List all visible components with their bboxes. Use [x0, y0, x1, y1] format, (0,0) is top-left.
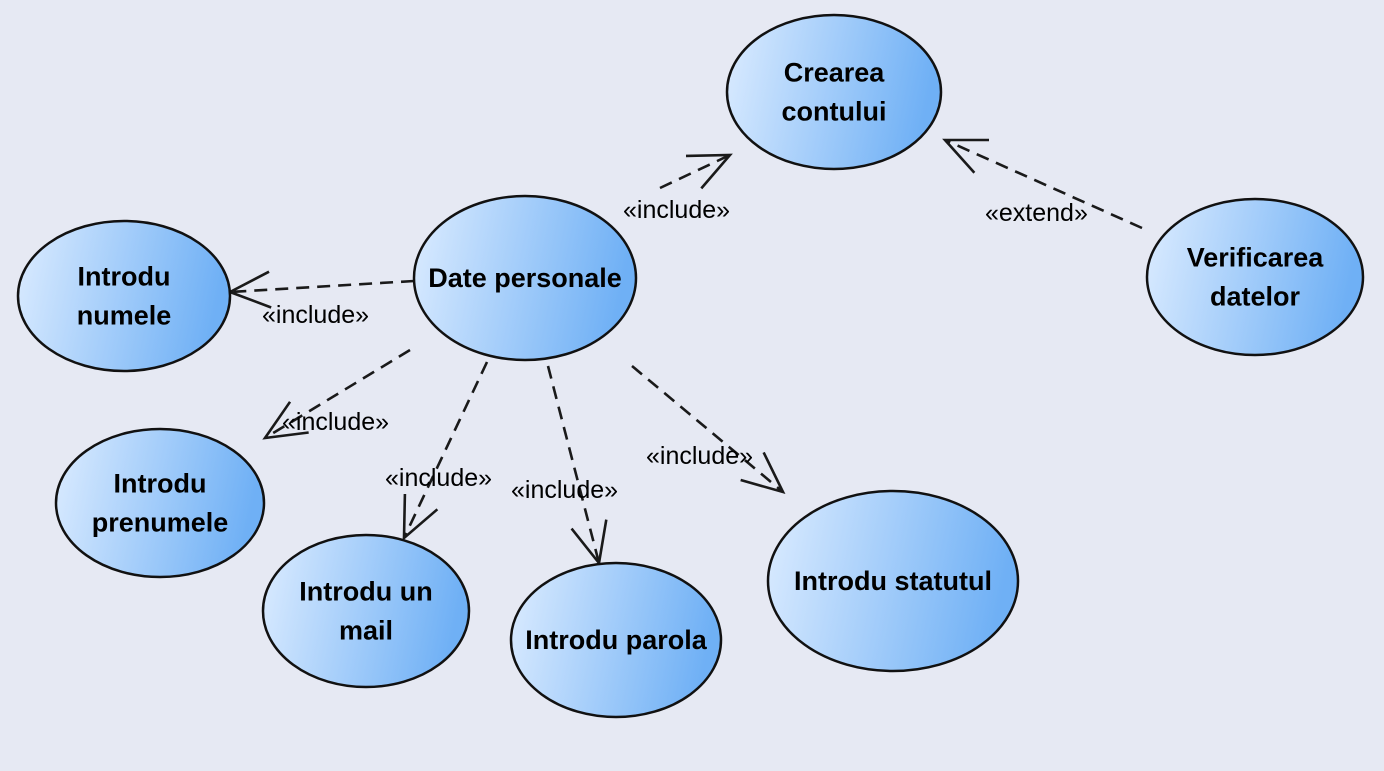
open-arrow-head: [262, 401, 309, 440]
relation-personale-crearea: [659, 153, 733, 190]
use-case-label: Introdu statutul: [794, 566, 992, 596]
use-case-introdu-numele[interactable]: Introdu numele: [16, 219, 232, 373]
use-case-label: mail: [339, 616, 393, 646]
relation-label: «include»: [511, 476, 618, 504]
use-case-ellipse: [16, 219, 232, 373]
use-case-ellipse: [412, 194, 638, 362]
relation-labels-layer: «include» «extend» «include» «include» «incl…: [262, 196, 1088, 504]
relation-verificarea-crearea: [942, 138, 1143, 230]
use-case-verificarea-datelor[interactable]: Verificarea datelor: [1145, 197, 1365, 357]
use-case-ellipse: [725, 13, 943, 171]
use-case-ellipse: [509, 561, 723, 719]
open-arrow-head: [685, 153, 733, 190]
relation-label: «include»: [262, 301, 369, 329]
dashed-line: [631, 365, 784, 493]
use-case-label: Date personale: [428, 263, 622, 293]
open-arrow-head: [740, 451, 786, 495]
open-arrow-head: [570, 519, 608, 567]
use-case-introdu-prenumele[interactable]: Introdu prenumele: [54, 427, 266, 579]
use-case-ellipse: [261, 533, 471, 689]
relation-label: «extend»: [985, 199, 1088, 227]
use-case-label: Verificarea: [1187, 243, 1325, 273]
use-case-introdu-statutul[interactable]: Introdu statutul: [766, 489, 1020, 673]
use-case-label: prenumele: [92, 508, 229, 538]
relation-label: «include»: [646, 442, 753, 470]
relation-label: «include»: [282, 408, 389, 436]
use-case-introdu-mail[interactable]: Introdu un mail: [261, 533, 471, 689]
dashed-line: [229, 279, 415, 294]
use-case-date-personale[interactable]: Date personale: [412, 194, 638, 362]
dashed-line: [264, 348, 411, 440]
use-case-label: Introdu parola: [525, 625, 707, 655]
open-arrow-head: [942, 138, 990, 174]
relation-personale-statutul: [631, 365, 786, 495]
dashed-line: [546, 365, 601, 564]
dashed-line: [402, 361, 489, 539]
relation-personale-prenumele: [262, 348, 411, 440]
use-case-ellipse: [54, 427, 266, 579]
use-case-label: Introdu: [114, 469, 207, 499]
use-case-label: contului: [782, 97, 887, 127]
use-case-label: Introdu: [78, 262, 171, 292]
use-case-label: Crearea: [784, 58, 886, 88]
use-case-crearea-contului[interactable]: Crearea contului: [725, 13, 943, 171]
use-case-introdu-parola[interactable]: Introdu parola: [509, 561, 723, 719]
relations-layer: [226, 138, 1143, 567]
dashed-line: [944, 138, 1143, 230]
relation-label: «include»: [385, 464, 492, 492]
use-case-label: datelor: [1210, 282, 1301, 312]
use-case-ellipse: [1145, 197, 1365, 357]
use-case-ellipse: [766, 489, 1020, 673]
open-arrow-head: [402, 493, 439, 541]
relation-personale-parola: [546, 365, 608, 567]
relation-label: «include»: [623, 196, 730, 224]
relation-personale-mail: [402, 361, 489, 541]
dashed-line: [659, 153, 731, 190]
use-case-label: Introdu un: [299, 577, 432, 607]
use-case-label: numele: [77, 301, 172, 331]
